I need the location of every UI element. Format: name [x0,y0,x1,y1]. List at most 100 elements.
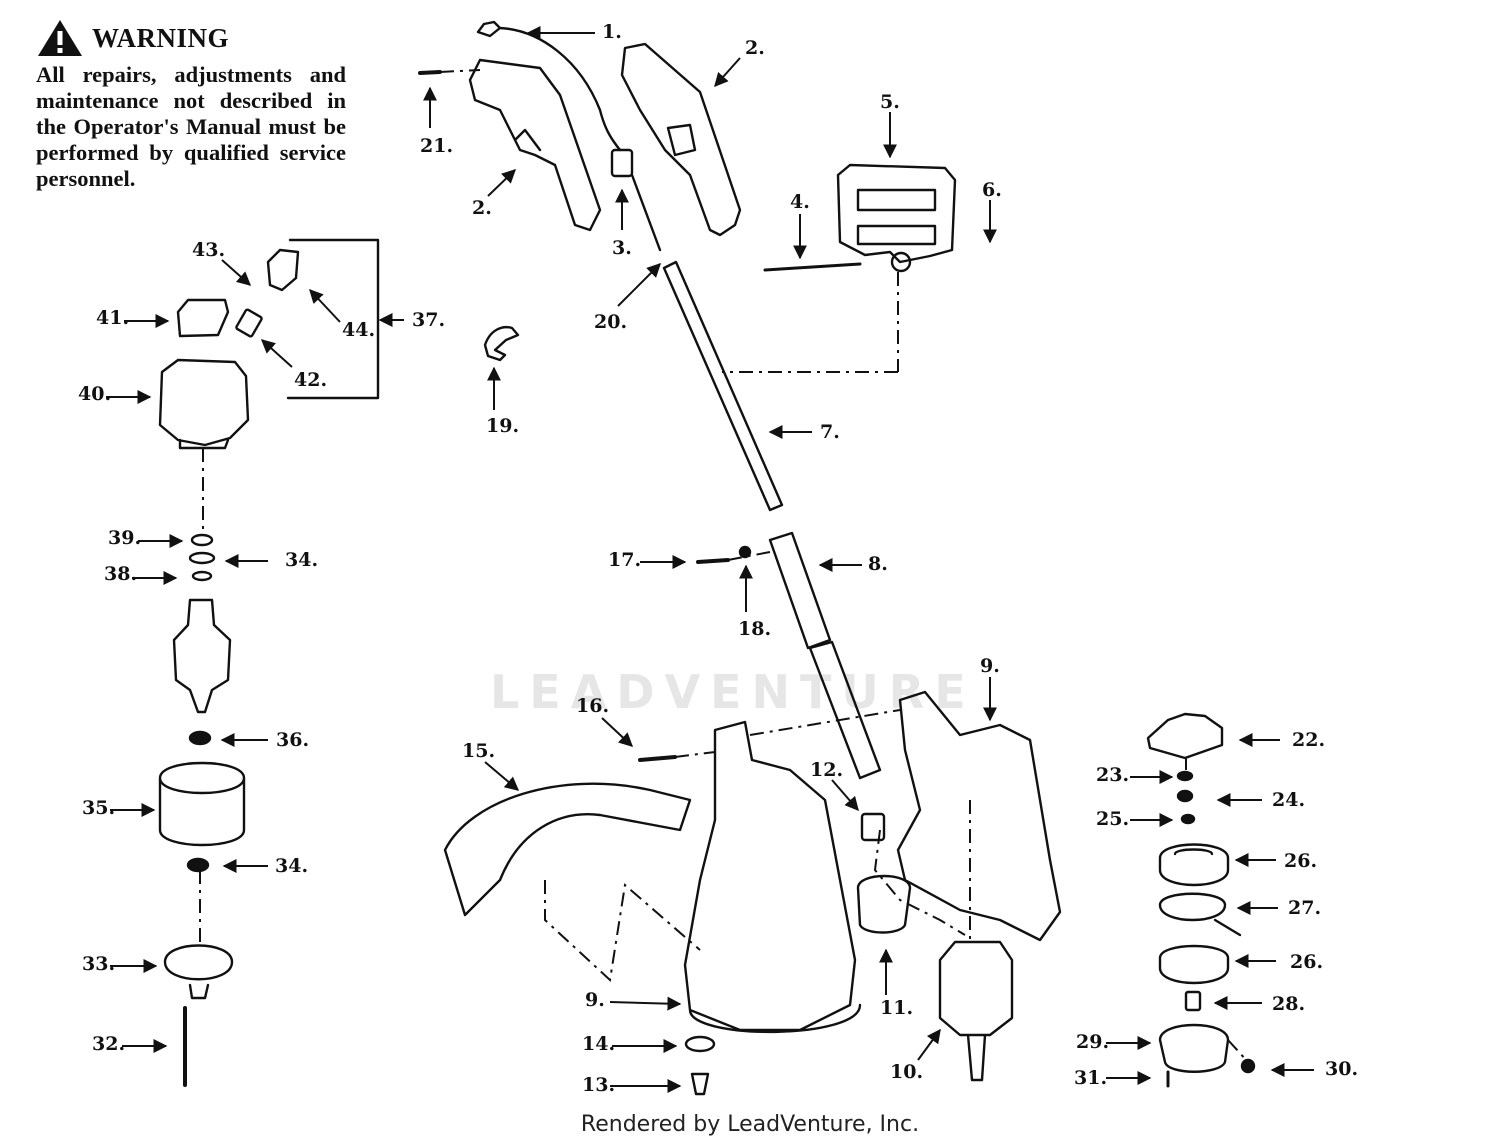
callout-33: 33. [82,953,115,975]
callout-14: 14. [582,1033,615,1055]
callout-40: 40. [78,383,111,405]
callout-7: 7. [820,421,840,443]
warning-header: WARNING [36,18,346,58]
callout-37: 37. [412,309,445,331]
spool-retainer-26b-part [1158,944,1230,985]
motor-housing-part [158,358,250,450]
warning-triangle-icon [38,20,82,56]
screw-17-part [696,558,730,564]
callout-17: 17. [608,549,641,571]
callout-44: 44. [342,319,375,341]
brush-part [235,308,263,338]
callout-4: 4. [790,191,810,213]
callout-43: 43. [192,239,225,261]
callout-10: 10. [890,1061,923,1083]
grip-part [768,531,832,650]
washer-23-part [1176,770,1194,782]
callout-41: 41. [96,307,129,329]
handle-half-right-part [620,42,742,237]
washer-34b-part [186,857,210,873]
callout-11: 11. [880,997,913,1019]
upper-tube-part [630,173,784,512]
callout-5: 5. [880,91,900,113]
end-bell-part [163,944,234,1000]
brush-holder-part [176,298,230,338]
spool-27-part [1158,892,1242,937]
group-37-bracket [286,238,380,400]
callout-24: 24. [1272,789,1305,811]
cord-clip-part [483,326,520,362]
aux-handle-knob-part [890,251,912,273]
fan-part [1146,712,1224,760]
callout-15: 15. [462,740,495,762]
warning-notice: WARNING All repairs, adjustments and mai… [36,18,346,192]
callout-25: 25. [1096,808,1129,830]
bolt-part [763,262,862,272]
callout-22: 22. [1292,729,1325,751]
button-30-part [1240,1058,1256,1074]
callout-labels: 1. 2. 2. 3. 4. 5. 6. 7. 8. 9. 9. 10. 11.… [78,21,1358,1096]
washer-34-part [188,551,216,565]
lower-tube-part [808,640,882,780]
callout-2-right: 2. [745,37,765,59]
callout-leaders [106,26,1314,1093]
callout-35: 35. [82,797,115,819]
spring-28-part [1184,990,1202,1012]
handle-half-left-part [468,58,602,232]
callout-6: 6. [982,179,1002,201]
callout-32: 32. [92,1033,125,1055]
auxiliary-handle-part [836,163,957,264]
washer-39-part [190,533,214,547]
callout-8: 8. [868,553,888,575]
callout-1: 1. [602,21,622,43]
armature-part [172,598,232,714]
callout-28: 28. [1272,993,1305,1015]
motor-can-part [158,761,246,847]
assembly-lines [199,69,1249,1063]
callout-21: 21. [420,135,453,157]
callout-20: 20. [594,311,627,333]
screw-21-part [418,70,442,75]
callout-26-lower: 26. [1290,951,1323,973]
spool-housing-29-part [1158,1023,1230,1073]
warning-text: All repairs, adjustments and maintenance… [36,62,346,191]
callout-12: 12. [810,759,843,781]
power-cord-part [476,20,622,152]
housing-left-part [683,720,862,1034]
cap-part [856,874,912,934]
callout-36: 36. [276,729,309,751]
guard-part [443,782,692,917]
callout-30: 30. [1325,1058,1358,1080]
warning-title: WARNING [92,22,230,53]
washer-38-part [191,570,213,582]
callout-2-left: 2. [472,197,492,219]
callout-38: 38. [104,563,137,585]
callout-9-left: 9. [585,989,605,1011]
watermark: LEADVENTURE [490,665,976,719]
nut-24-part [1176,789,1194,803]
spool-retainer-26-part [1158,843,1230,887]
terminal-part [266,248,300,292]
screw-16-part [638,755,677,762]
callout-3: 3. [612,237,632,259]
callout-27: 27. [1288,897,1321,919]
callout-42: 42. [294,369,327,391]
callout-39: 39. [108,527,141,549]
callout-19: 19. [486,415,519,437]
callout-18: 18. [738,618,771,640]
callout-16: 16. [576,695,609,717]
footer-credit: Rendered by LeadVenture, Inc. [580,1112,920,1137]
callout-13: 13. [582,1074,615,1096]
switch-part [610,148,634,178]
callout-31: 31. [1074,1067,1107,1089]
callout-23: 23. [1096,764,1129,786]
callout-29: 29. [1076,1031,1109,1053]
part-drawings [158,20,1256,1096]
callout-26-upper: 26. [1284,850,1317,872]
callout-34-upper: 34. [285,549,318,571]
callout-34-lower: 34. [275,855,308,877]
washer-14-part [684,1035,716,1053]
motor-part [938,940,1014,1082]
connector-part [860,812,886,842]
